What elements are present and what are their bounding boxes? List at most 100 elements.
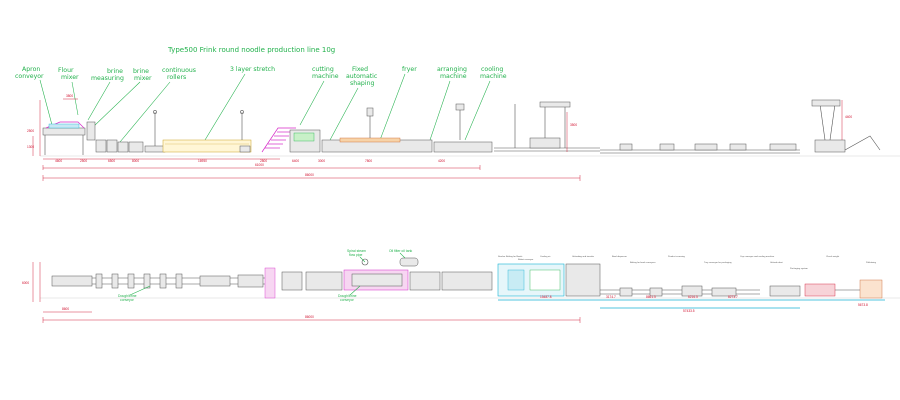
label-apron-conveyor: Apron conveyor	[15, 66, 44, 80]
svg-text:rollers: rollers	[167, 74, 186, 81]
svg-text:6400: 6400	[292, 159, 299, 163]
svg-text:4400: 4400	[845, 115, 852, 119]
drawing-title: Type500 Frink round noodle production li…	[167, 46, 335, 54]
plan-process-line	[51, 257, 493, 299]
svg-text:Spiral steam: Spiral steam	[347, 249, 366, 253]
label-flour-mixer: Flour mixer	[58, 67, 79, 81]
svg-text:brine: brine	[107, 68, 123, 75]
svg-text:3000: 3000	[318, 159, 325, 163]
svg-text:4600: 4600	[55, 159, 62, 163]
svg-text:16950: 16950	[198, 159, 207, 163]
cutting-machine-platform	[261, 127, 321, 153]
plan-view: Dough/brine conveyor Spiral steam flow p…	[22, 249, 900, 323]
plan-callouts: Stacker Belting for Bowls Robot conveyor…	[498, 255, 877, 270]
svg-text:6500: 6500	[108, 159, 115, 163]
plan-label-brine-right: Dough/brine conveyor	[338, 294, 357, 302]
svg-text:61000: 61000	[255, 163, 264, 167]
svg-text:Stacker Belting for Bowls: Stacker Belting for Bowls	[498, 255, 523, 258]
label-continuous-rollers: continuous rollers	[162, 67, 196, 81]
svg-text:8273.7: 8273.7	[728, 295, 738, 299]
svg-text:8600: 8600	[62, 307, 69, 311]
svg-text:2500: 2500	[80, 159, 87, 163]
svg-text:57433.5: 57433.5	[683, 309, 695, 313]
svg-text:Robot conveyor: Robot conveyor	[518, 258, 534, 261]
svg-text:8000: 8000	[132, 159, 139, 163]
svg-text:86000: 86000	[305, 173, 314, 177]
mixer-units	[86, 121, 144, 153]
svg-text:cooling: cooling	[481, 66, 503, 73]
svg-text:8661.5: 8661.5	[646, 295, 656, 299]
svg-text:86000: 86000	[305, 315, 314, 319]
svg-text:Flour: Flour	[58, 67, 74, 74]
svg-text:machine: machine	[440, 73, 467, 80]
plan-dimensions: 6000 8600 86000 15487.8 3174.7 8661.5 62…	[22, 262, 885, 323]
svg-text:conveyor: conveyor	[340, 298, 355, 302]
label-cooling-machine: cooling machine	[480, 66, 507, 80]
svg-text:Dough/brine: Dough/brine	[338, 294, 357, 298]
svg-text:5673.8: 5673.8	[858, 303, 868, 307]
svg-text:continuous: continuous	[162, 67, 196, 74]
svg-text:conveyor: conveyor	[120, 298, 135, 302]
svg-text:machine: machine	[312, 73, 339, 80]
svg-text:2800: 2800	[260, 159, 267, 163]
svg-text:brine: brine	[133, 68, 149, 75]
plan-cooling-block	[497, 263, 601, 297]
label-fixed-automatic-shaping: Fixed automatic shaping	[346, 66, 378, 87]
svg-text:7800: 7800	[365, 159, 372, 163]
svg-text:mixer: mixer	[61, 74, 79, 81]
label-three-layer-stretch: 3 layer stretch	[230, 66, 275, 73]
svg-text:1300: 1300	[27, 145, 34, 149]
plan-label-oil-filter: Oil filter oil tank	[389, 249, 412, 253]
label-brine-mixer: brine mixer	[133, 68, 152, 82]
plan-label-steam-pipe: Spiral steam flow pipe	[347, 249, 366, 257]
svg-text:15487.8: 15487.8	[540, 295, 552, 299]
svg-text:Cooling air: Cooling air	[540, 255, 551, 258]
palletizing-robot	[811, 99, 881, 153]
svg-text:3174.7: 3174.7	[606, 295, 616, 299]
svg-text:mixer: mixer	[134, 75, 152, 82]
svg-text:Product scanning: Product scanning	[668, 255, 686, 258]
svg-text:Tray conveyor for packaging: Tray conveyor for packaging	[704, 261, 732, 264]
svg-text:cutting: cutting	[312, 66, 334, 73]
svg-text:4200: 4200	[438, 159, 445, 163]
packaging-conveyors	[600, 143, 800, 154]
svg-text:flow pipe: flow pipe	[349, 253, 362, 257]
fryer-machine	[321, 103, 493, 153]
label-cutting-machine: cutting machine	[312, 66, 339, 80]
label-fryer: fryer	[402, 66, 417, 73]
svg-text:measuring: measuring	[91, 75, 124, 82]
svg-text:Check weight: Check weight	[826, 255, 840, 258]
svg-text:6000: 6000	[22, 281, 29, 285]
svg-text:Palletizing: Palletizing	[866, 261, 877, 264]
svg-text:machine: machine	[480, 73, 507, 80]
svg-text:Belting for bowl conveyors: Belting for bowl conveyors	[630, 261, 656, 264]
svg-text:Cup conveyor and sealing machi: Cup conveyor and sealing machine	[740, 255, 775, 258]
apron-conveyor-machine	[42, 121, 86, 155]
plan-leader-lines	[129, 252, 406, 296]
svg-text:automatic: automatic	[346, 73, 378, 80]
continuous-rollers-machine	[144, 110, 252, 153]
svg-text:2500: 2500	[27, 129, 34, 133]
label-arranging-machine: arranging machine	[437, 66, 467, 80]
elevation-view: Apron conveyor Flour mixer brine measuri…	[15, 66, 900, 181]
svg-text:Packaging system: Packaging system	[790, 267, 808, 270]
svg-text:shaping: shaping	[350, 80, 375, 87]
svg-text:arranging: arranging	[437, 66, 467, 73]
label-brine-measuring: brine measuring	[91, 68, 124, 82]
svg-text:conveyor: conveyor	[15, 73, 44, 80]
leader-lines	[39, 73, 491, 143]
plan-downstream-conveyors	[600, 279, 883, 299]
svg-text:Bowl dispenser: Bowl dispenser	[612, 255, 627, 258]
svg-text:6216.5: 6216.5	[688, 295, 698, 299]
arranging-conveyor	[494, 101, 600, 152]
svg-text:Fixed: Fixed	[352, 66, 368, 73]
svg-text:3800: 3800	[66, 94, 73, 98]
svg-text:Unloading and transfer: Unloading and transfer	[572, 255, 594, 258]
svg-text:3500: 3500	[570, 123, 577, 127]
svg-text:Unload robot: Unload robot	[770, 261, 783, 264]
plan-label-brine-left: Dough/brine conveyor	[118, 294, 137, 302]
svg-text:Dough/brine: Dough/brine	[118, 294, 137, 298]
svg-text:Apron: Apron	[22, 66, 40, 73]
elevation-dimensions: 2500 1300 3800 3500 4400 4600 2500 6500 …	[27, 94, 852, 181]
